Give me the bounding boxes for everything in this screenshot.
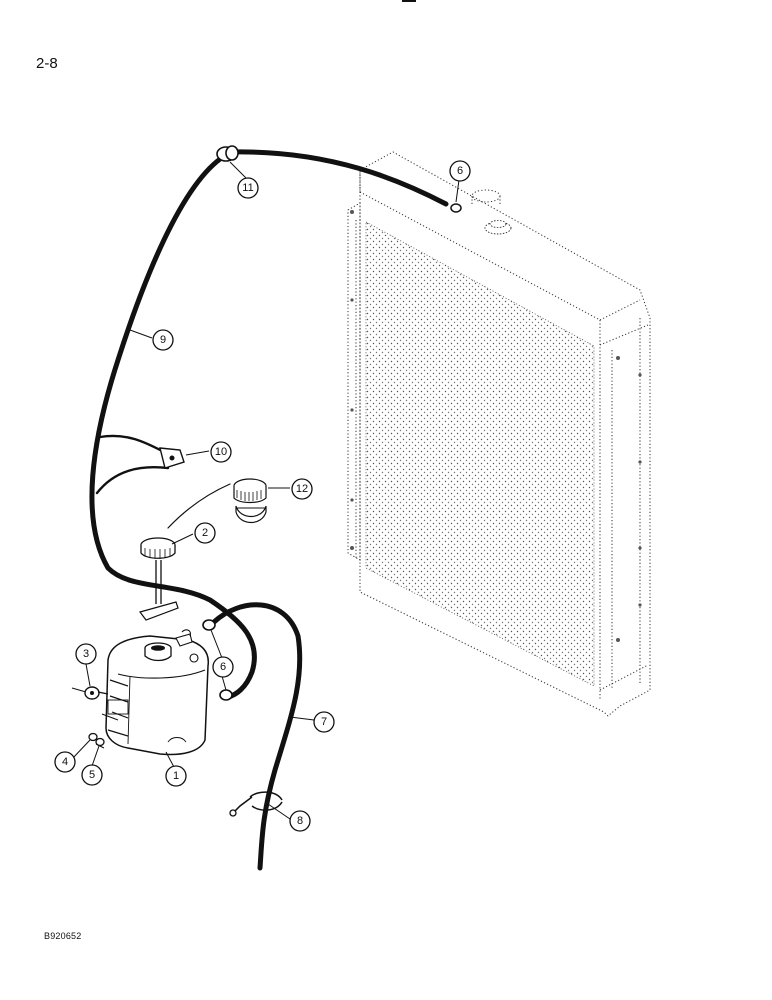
callout-8: 8 <box>289 810 311 832</box>
svg-text:6: 6 <box>220 661 226 673</box>
coolant-recovery-tank <box>105 629 210 756</box>
callout-12: 12 <box>291 478 313 500</box>
page-number: 2-8 <box>36 55 58 72</box>
callout-9: 9 <box>152 329 174 351</box>
callout-2: 2 <box>194 522 216 544</box>
grommet <box>216 145 239 162</box>
svg-text:9: 9 <box>160 334 166 346</box>
svg-text:3: 3 <box>83 648 89 660</box>
svg-text:7: 7 <box>321 716 327 728</box>
drain-hose <box>211 602 303 871</box>
fasteners <box>71 686 119 749</box>
radiator <box>347 151 651 717</box>
callout-11: 11 <box>237 177 259 199</box>
tank-cap <box>138 537 179 621</box>
hose-clamp <box>202 619 233 701</box>
svg-text:10: 10 <box>215 446 227 458</box>
top-edge-mark <box>393 0 427 8</box>
callout-4: 4 <box>54 751 76 773</box>
callout-5: 5 <box>81 764 103 786</box>
svg-text:5: 5 <box>89 769 95 781</box>
svg-text:2: 2 <box>202 527 208 539</box>
svg-text:1: 1 <box>173 770 179 782</box>
svg-text:4: 4 <box>62 756 68 768</box>
hose-clamp <box>450 203 462 213</box>
callout-6-tank: 6 <box>212 656 234 678</box>
overflow-hose <box>89 149 449 700</box>
cap-12 <box>167 478 267 529</box>
callout-7: 7 <box>313 711 335 733</box>
radiator-cap <box>484 220 512 235</box>
callout-3: 3 <box>75 643 97 665</box>
callout-leaders <box>71 161 460 820</box>
figure-code: B920652 <box>44 931 82 941</box>
svg-text:12: 12 <box>296 483 308 495</box>
hose-clamp-8 <box>229 791 283 817</box>
svg-text:6: 6 <box>457 165 463 177</box>
hose-clip <box>95 434 185 495</box>
callout-10: 10 <box>210 441 232 463</box>
callout-6-top: 6 <box>449 160 471 182</box>
callout-1: 1 <box>165 765 187 787</box>
svg-text:11: 11 <box>242 182 253 194</box>
svg-text:8: 8 <box>297 815 303 827</box>
